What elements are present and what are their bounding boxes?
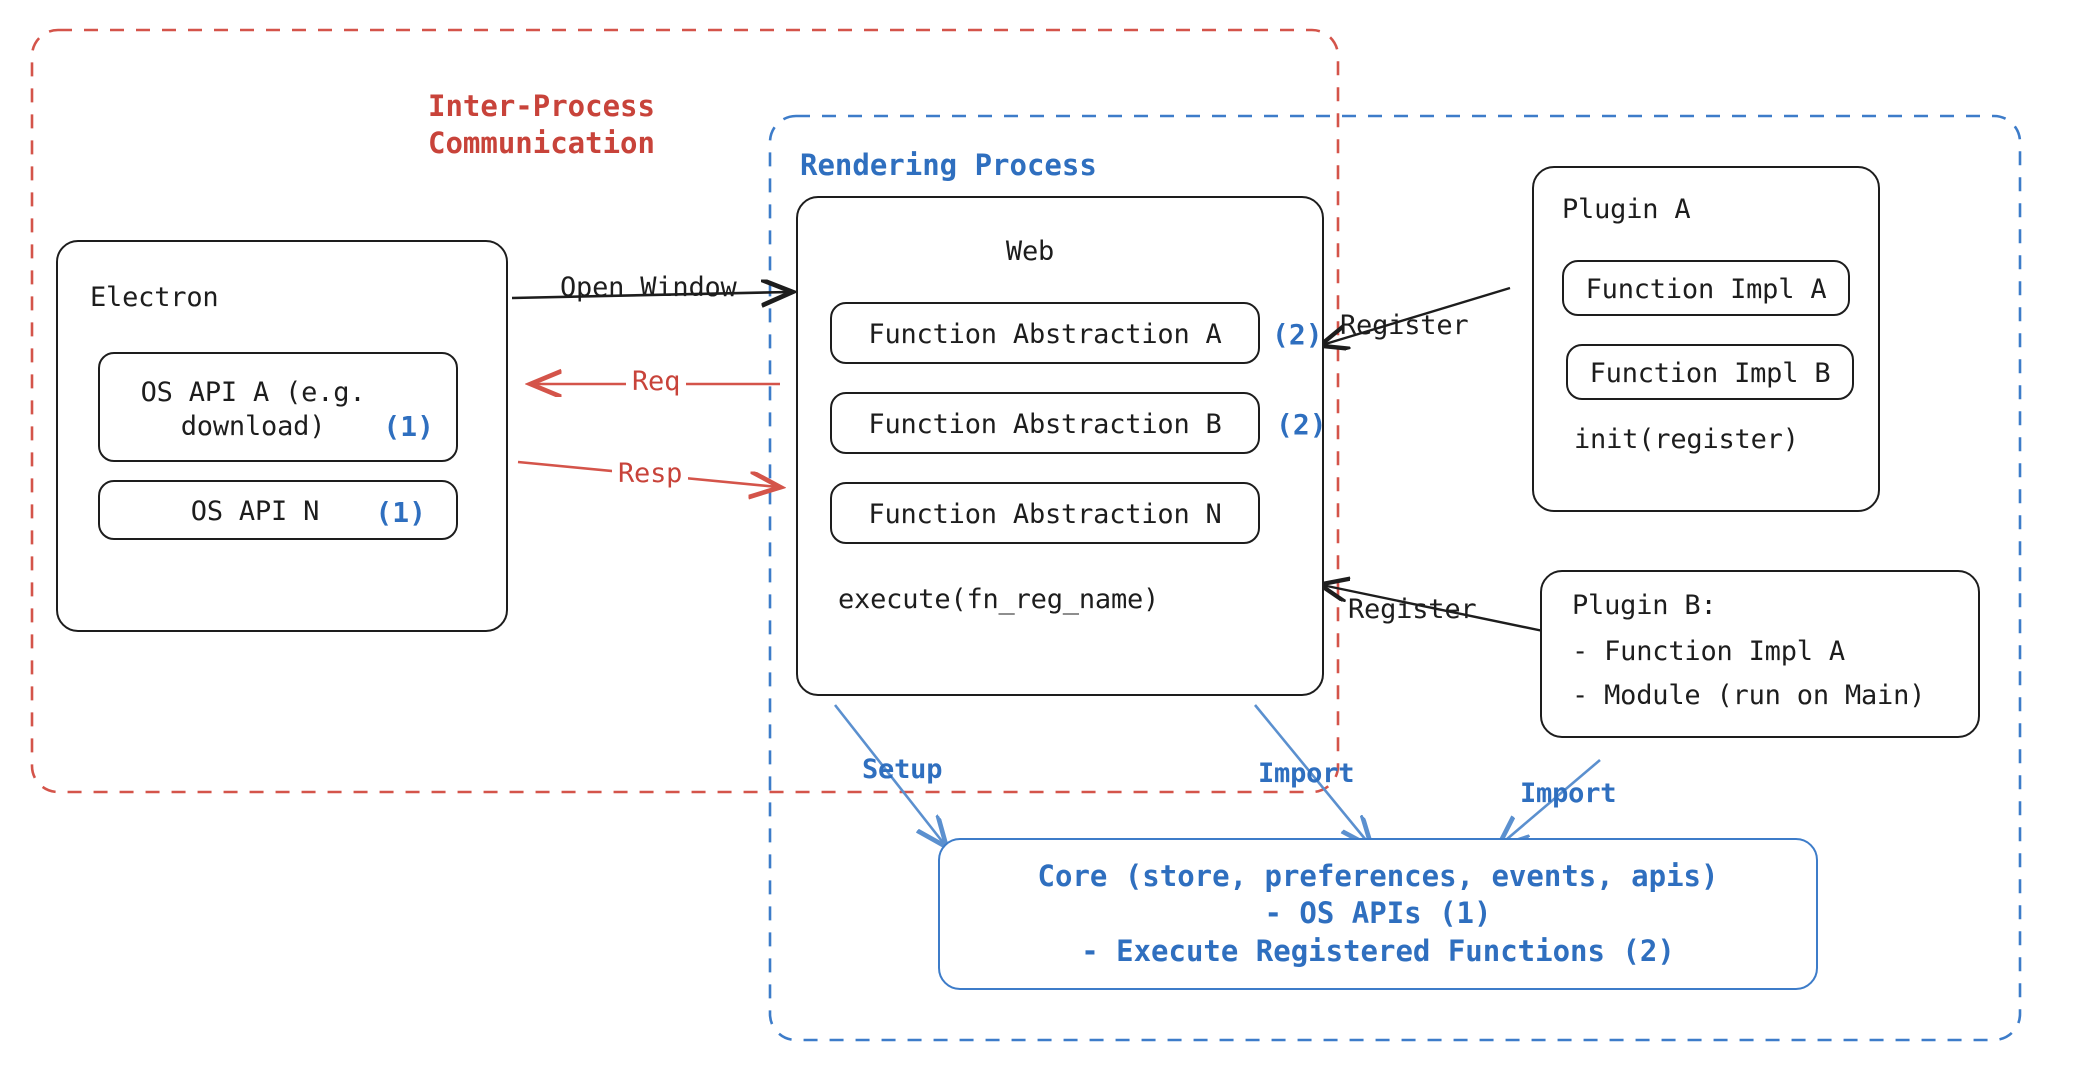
function-abstraction-b-node[interactable]: Function Abstraction B (830, 392, 1260, 454)
function-abstraction-b-badge: (2) (1276, 408, 1327, 441)
plugin-a-footer: init(register) (1574, 424, 1799, 455)
plugin-b-line-0: - Function Impl A (1572, 636, 1845, 667)
function-impl-b-label: Function Impl B (1589, 358, 1831, 389)
plugin-b-title: Plugin B: (1572, 590, 1717, 621)
core-line-2: - Execute Registered Functions (2) (1081, 933, 1675, 968)
os-api-n-label: OS API N (190, 496, 320, 527)
web-node[interactable]: Web Function Abstraction A (2) Function … (796, 196, 1327, 696)
rendering-container-label: Rendering Process (800, 148, 1097, 182)
edge-label-register-plugin-b: Register (1348, 594, 1477, 625)
edge-label-setup: Setup (862, 754, 943, 785)
edge-label-req: Req (626, 366, 687, 397)
edge-label-register-plugin-a: Register (1340, 310, 1469, 341)
core-line-0: Core (store, preferences, events, apis) (1037, 859, 1719, 894)
function-abstraction-b-label: Function Abstraction B (868, 409, 1222, 440)
edge-label-open-window: Open Window (560, 272, 737, 303)
electron-node[interactable]: Electron OS API A (e.g. download) (1) OS… (56, 240, 508, 632)
function-abstraction-a-badge: (2) (1272, 318, 1323, 351)
core-line-1: - OS APIs (1) (1264, 896, 1492, 931)
ipc-container-label: Inter-Process Communication (428, 89, 655, 161)
os-api-a-badge: (1) (383, 410, 434, 443)
os-api-n-node[interactable]: OS API N (1) (98, 480, 458, 540)
function-impl-a-label: Function Impl A (1585, 274, 1827, 305)
web-title: Web (1005, 236, 1055, 267)
function-abstraction-n-node[interactable]: Function Abstraction N (830, 482, 1260, 544)
plugin-a-node[interactable]: Plugin A Function Impl A Function Impl B… (1532, 166, 1880, 512)
function-impl-b-node[interactable]: Function Impl B (1566, 344, 1854, 400)
function-impl-a-node[interactable]: Function Impl A (1562, 260, 1850, 316)
edge-label-import-plugin-b: Import (1520, 778, 1617, 809)
function-abstraction-a-label: Function Abstraction A (868, 319, 1222, 350)
plugin-a-title: Plugin A (1562, 194, 1691, 225)
function-abstraction-a-node[interactable]: Function Abstraction A (830, 302, 1260, 364)
os-api-n-badge: (1) (375, 496, 426, 529)
core-node[interactable]: Core (store, preferences, events, apis) … (938, 838, 1818, 990)
edge-label-resp: Resp (612, 458, 689, 489)
plugin-b-node[interactable]: Plugin B: - Function Impl A - Module (ru… (1540, 570, 1980, 738)
plugin-b-line-1: - Module (run on Main) (1572, 680, 1926, 711)
web-footer: execute(fn_reg_name) (838, 584, 1160, 615)
function-abstraction-n-label: Function Abstraction N (868, 499, 1222, 530)
os-api-a-label: OS API A (e.g. download) (140, 377, 366, 442)
edge-label-import-web: Import (1258, 758, 1355, 789)
os-api-a-node[interactable]: OS API A (e.g. download) (1) (98, 352, 458, 462)
electron-title: Electron (90, 282, 219, 313)
